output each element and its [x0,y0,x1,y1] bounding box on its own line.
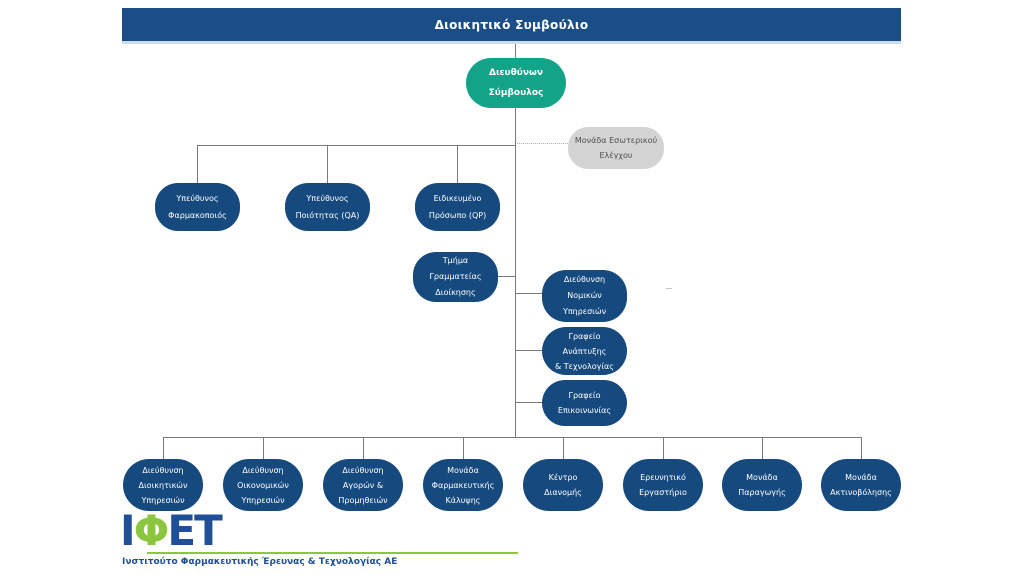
connector-development-technology [516,350,542,351]
connector-bottom-drop-2 [263,438,264,459]
financial-services-node: Διεύθυνση Οικονομικών Υπηρεσιών [223,459,303,511]
distribution-center-node: Κέντρο Διανομής [523,459,603,511]
connector-communications [516,402,542,403]
connector-bottom-drop-7 [762,438,763,459]
ifet-logo: Ι Φ Ε Τ [120,506,223,555]
secretariat-node: Τμήμα Γραμματείας Διοίκησης [413,252,498,302]
production-unit-node: Μονάδα Παραγωγής [722,459,802,511]
connector-board-to-ceo [515,44,516,58]
connector-bottom-drop-1 [163,438,164,459]
administrative-services-node: Διεύθυνση Διοικητικών Υπηρεσιών [123,459,203,511]
connector-main-trunk [515,108,516,437]
connector-legal-services [516,293,542,294]
ceo-node: Διευθύνων Σύμβουλος [466,58,566,108]
research-laboratory-node: Ερευνητικό Εργαστήριο [623,459,703,511]
legal-services-node: Διεύθυνση Νομικών Υπηρεσιών [542,270,627,322]
logo-letter-tau: Τ [194,506,223,555]
connector-internal-audit-dashed [517,143,568,144]
advisor-node-quality-qa: Υπεύθυνος Ποιότητας (QA) [285,183,370,231]
development-technology-node: Γραφείο Ανάπτυξης & Τεχνολογίας [542,327,627,375]
connector-advisor-1-drop [197,146,198,183]
logo-green-rule [147,552,518,554]
internal-audit-node: Μονάδα Εσωτερικού Ελέγχου [568,127,664,169]
purchasing-procurement-node: Διεύθυνση Αγορών & Προμηθειών [323,459,403,511]
pharmaceutical-coverage-node: Μονάδα Φαρμακευτικής Κάλυψης [423,459,503,511]
connector-bottom-drop-6 [663,438,664,459]
logo-tagline: Ινστιτούτο Φαρμακευτικής Έρευνας & Τεχνο… [122,557,398,567]
stray-mark [666,288,672,289]
logo-letter-phi-leaf: Φ [133,506,170,555]
connector-advisor-3-drop [457,146,458,183]
board-of-directors-label: Διοικητικό Συμβούλιο [434,17,589,32]
advisor-node-pharmacist: Υπεύθυνος Φαρμακοποιός [155,183,240,231]
connector-bottom-drop-3 [363,438,364,459]
connector-advisor-2-drop [327,146,328,183]
connector-bottom-horizontal [163,437,862,438]
logo-letter-iota: Ι [120,506,136,555]
connector-advisors-horizontal [197,145,516,146]
logo-letter-epsilon: Ε [167,506,196,555]
connector-bottom-drop-4 [463,438,464,459]
advisor-node-qualified-person-qp: Ειδικευμένο Πρόσωπο (QP) [415,183,500,231]
irradiation-unit-node: Μονάδα Ακτινοβόλησης [821,459,901,511]
connector-bottom-drop-8 [861,438,862,459]
communications-office-node: Γραφείο Επικοινωνίας [542,380,627,426]
board-of-directors-bar: Διοικητικό Συμβούλιο [122,8,901,41]
connector-secretariat [498,276,516,277]
board-bar-underline [122,41,901,44]
connector-bottom-drop-5 [563,438,564,459]
